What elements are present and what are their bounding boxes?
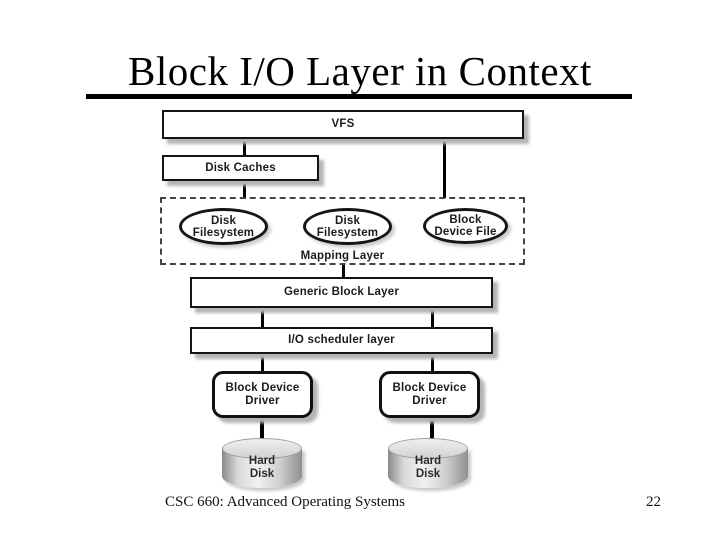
connector-genericblock-scheduler-right xyxy=(431,306,434,329)
connector-vfs-diskcaches xyxy=(243,138,246,157)
title-underline xyxy=(86,94,632,99)
hard-disk-label-1: Hard Disk xyxy=(248,455,276,480)
block-device-driver-label-1: Block Device Driver xyxy=(225,381,300,407)
slide-title: Block I/O Layer in Context xyxy=(128,48,592,94)
hard-disk-cylinder-top-2 xyxy=(388,438,468,459)
disk-filesystem-ellipse-2: Disk Filesystem xyxy=(303,208,392,245)
mapping-layer-label: Mapping Layer xyxy=(300,250,385,262)
hard-disk-cylinder-top-1 xyxy=(222,438,302,459)
connector-mapping-genericblock xyxy=(342,263,345,279)
block-device-file-label: Block Device File xyxy=(434,214,497,238)
connector-driver-disk-right xyxy=(430,416,434,444)
generic-block-layer-box: Generic Block Layer xyxy=(190,277,493,308)
disk-caches-label: Disk Caches xyxy=(205,161,276,174)
connector-diskcaches-mapping xyxy=(243,179,246,199)
connector-scheduler-driver-right xyxy=(431,352,434,373)
footer-page-number: 22 xyxy=(646,494,661,510)
connector-driver-disk-left xyxy=(260,416,264,444)
hard-disk-cylinder-2: Hard Disk xyxy=(388,438,468,488)
connector-scheduler-driver-left xyxy=(261,352,264,373)
generic-block-layer-label: Generic Block Layer xyxy=(283,286,400,298)
io-scheduler-layer-label: I/O scheduler layer xyxy=(288,334,395,346)
connector-genericblock-scheduler-left xyxy=(261,306,264,329)
hard-disk-label-2: Hard Disk xyxy=(414,455,442,480)
connector-vfs-mapping xyxy=(443,138,446,198)
block-device-driver-box-2: Block Device Driver xyxy=(379,371,480,418)
disk-filesystem-label-1: Disk Filesystem xyxy=(192,214,255,239)
hard-disk-cylinder-1: Hard Disk xyxy=(222,438,302,488)
block-device-driver-box-1: Block Device Driver xyxy=(212,371,313,418)
block-device-driver-label-2: Block Device Driver xyxy=(392,381,467,407)
block-device-file-ellipse: Block Device File xyxy=(423,208,508,244)
footer-course: CSC 660: Advanced Operating Systems xyxy=(165,494,405,510)
io-scheduler-layer-box: I/O scheduler layer xyxy=(190,327,493,354)
disk-filesystem-ellipse-1: Disk Filesystem xyxy=(179,208,268,245)
disk-caches-box: Disk Caches xyxy=(162,155,319,181)
disk-filesystem-label-2: Disk Filesystem xyxy=(316,214,379,239)
vfs-box: VFS xyxy=(162,110,524,139)
mapping-layer-box: Mapping Layer xyxy=(160,197,525,265)
vfs-label: VFS xyxy=(331,118,355,130)
